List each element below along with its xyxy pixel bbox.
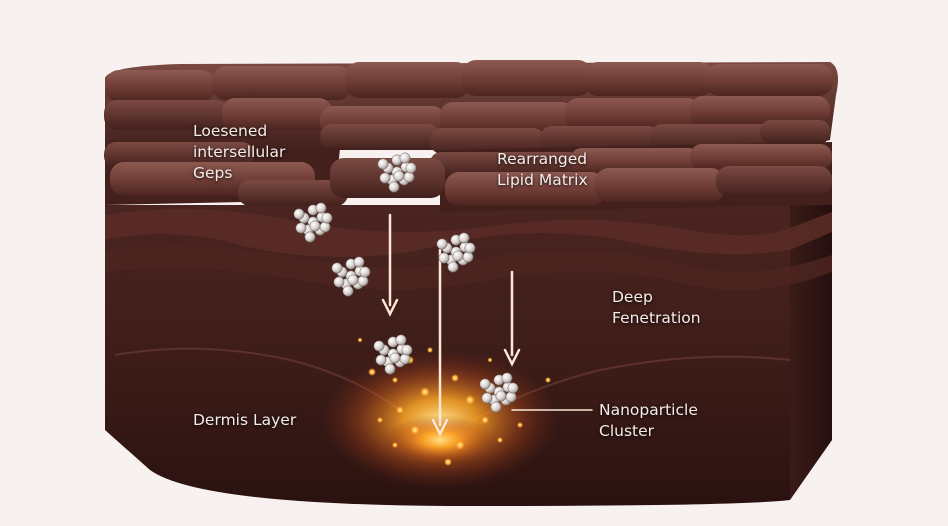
label-loosened-gaps-line-2: intersellular: [193, 143, 286, 161]
label-loosened-gaps-line-3: Geps: [193, 164, 233, 182]
nanoparticle: [399, 353, 411, 365]
nanoparticle: [490, 401, 502, 413]
nanoparticle: [375, 354, 387, 366]
nanoparticle: [379, 172, 391, 184]
label-deep-penetration-line-1: Deep: [612, 288, 653, 306]
nanoparticle: [342, 285, 354, 297]
nanoparticle: [373, 340, 385, 352]
label-lipid-matrix-line-2: Lipid Matrix: [497, 171, 588, 189]
nanoparticle: [401, 344, 413, 356]
nanoparticle-cluster-1: [377, 152, 417, 193]
nanoparticle: [347, 274, 359, 286]
nanoparticle-cluster-6: [479, 372, 519, 413]
label-nanoparticle-cluster: Nanoparticle Cluster: [599, 400, 698, 442]
nanoparticle: [452, 250, 464, 262]
nanoparticle: [304, 231, 316, 243]
nanoparticle: [359, 266, 371, 278]
nanoparticle: [315, 202, 327, 214]
nanoparticle: [321, 212, 333, 224]
dermis-block-side: [790, 175, 832, 500]
nanoparticle: [481, 392, 493, 404]
nanoparticle: [507, 382, 519, 394]
nanoparticle: [501, 372, 513, 384]
nanoparticle: [505, 391, 517, 403]
label-nanoparticle-cluster-line-1: Nanoparticle: [599, 401, 698, 419]
label-loosened-gaps-line-1: Loesened: [193, 122, 268, 140]
label-deep-penetration-line-2: Fenetration: [612, 309, 701, 327]
label-lipid-matrix-line-1: Rearranged: [497, 150, 588, 168]
wavy-band-2: [105, 245, 832, 291]
nanoparticle: [464, 242, 476, 254]
nanoparticle-cluster-4: [436, 232, 476, 273]
nanoparticle: [495, 390, 507, 402]
nanoparticle: [377, 158, 389, 170]
nanoparticle: [403, 171, 415, 183]
wavy-band-1: [105, 208, 832, 258]
nanoparticle: [399, 152, 411, 164]
nanoparticle: [357, 275, 369, 287]
nanoparticle: [388, 181, 400, 193]
nanoparticle: [353, 256, 365, 268]
label-nanoparticle-cluster-line-2: Cluster: [599, 422, 655, 440]
label-dermis-layer: Dermis Layer: [193, 410, 296, 431]
nanoparticle: [389, 352, 401, 364]
nanoparticle: [447, 261, 459, 273]
nanoparticle: [309, 220, 321, 232]
nanoparticle: [293, 208, 305, 220]
lower-stratum-cells: [104, 142, 832, 212]
nanoparticle: [319, 221, 331, 233]
nanoparticle: [438, 252, 450, 264]
nanoparticle: [295, 222, 307, 234]
nanoparticle: [331, 262, 343, 274]
nanoparticle-clusters: [293, 152, 519, 413]
nanoparticle: [384, 363, 396, 375]
nanoparticle: [405, 162, 417, 174]
label-lipid-matrix: Rearranged Lipid Matrix: [497, 149, 588, 191]
stratum-corneum-cells: [104, 60, 838, 154]
nanoparticle: [462, 251, 474, 263]
nanoparticle: [436, 238, 448, 250]
nanoparticle: [458, 232, 470, 244]
label-dermis-layer-line-1: Dermis Layer: [193, 411, 297, 429]
nanoparticle: [393, 170, 405, 182]
nanoparticle-cluster-2: [293, 202, 333, 243]
nanoparticle: [333, 276, 345, 288]
label-deep-penetration: Deep Fenetration: [612, 287, 701, 329]
nanoparticle-cluster-3: [331, 256, 371, 297]
label-loosened-gaps: Loesened intersellular Geps: [193, 121, 285, 184]
penetration-arrows: [381, 213, 593, 437]
nanoparticle: [395, 334, 407, 346]
nanoparticle: [479, 378, 491, 390]
nanoparticle-cluster-5: [373, 334, 413, 375]
